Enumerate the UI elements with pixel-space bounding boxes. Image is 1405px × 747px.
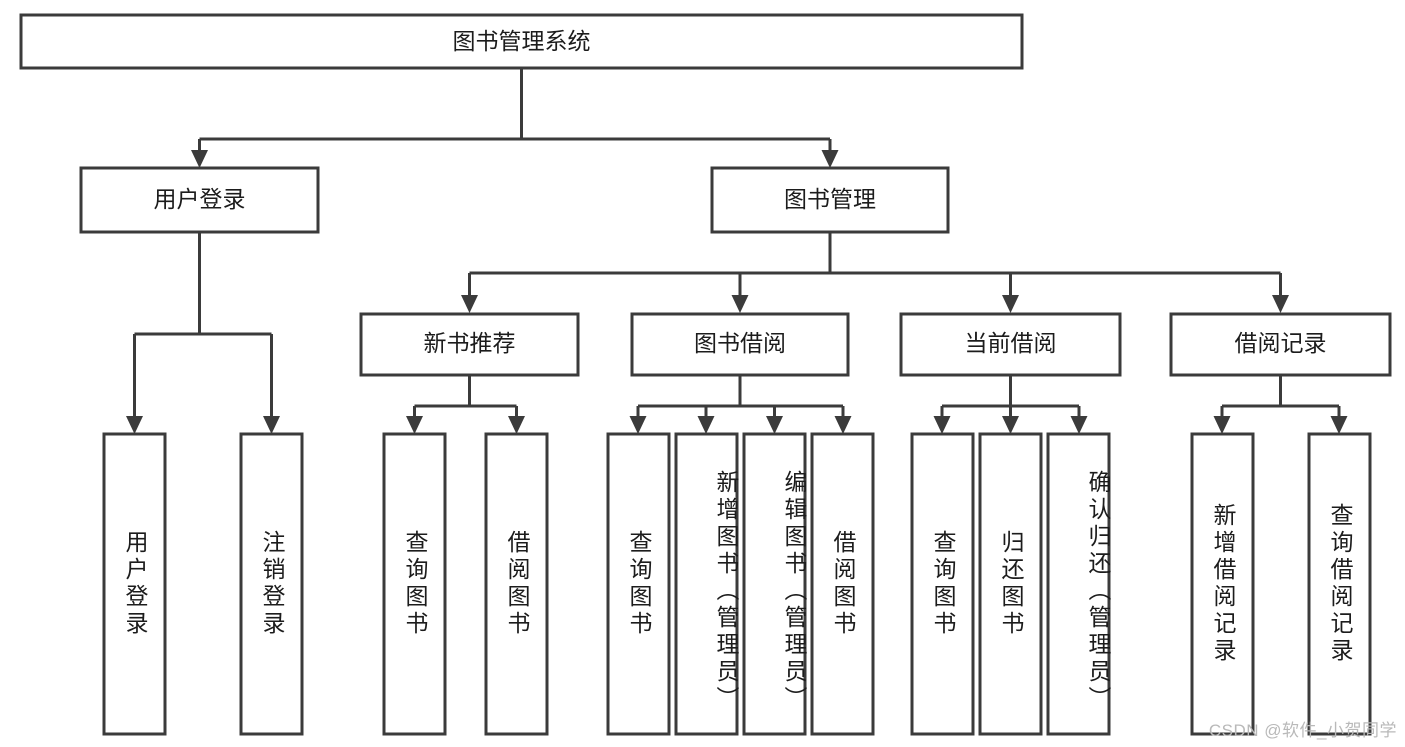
node-leaf-query-book-1-rect[interactable] xyxy=(382,432,447,736)
arrowhead-leaf-borrow-book-1 xyxy=(508,416,525,434)
node-leaf-query-record-rect[interactable] xyxy=(1307,432,1372,736)
arrowhead-leaf-query-book-2 xyxy=(629,416,647,434)
node-leaf-return-book-rect[interactable] xyxy=(978,432,1043,736)
node-leaf-add-book[interactable] xyxy=(674,432,739,736)
node-leaf-user-login-rect[interactable] xyxy=(102,432,167,736)
node-leaf-add-record-rect[interactable] xyxy=(1190,432,1255,736)
arrowhead-leaf-add-book xyxy=(697,416,715,434)
node-root-rect[interactable] xyxy=(19,13,1024,70)
node-leaf-return-book[interactable] xyxy=(978,432,1043,736)
node-leaf-borrow-book-2[interactable] xyxy=(810,432,875,736)
node-leaf-borrow-book-1-rect[interactable] xyxy=(484,432,549,736)
edge-group-book-manage xyxy=(461,232,1289,313)
edge-group-root xyxy=(191,68,839,168)
edge-group-new-book-recommend xyxy=(406,375,525,434)
arrowhead-leaf-query-book-3 xyxy=(933,416,951,434)
node-leaf-edit-book-rect[interactable] xyxy=(742,432,807,736)
arrowhead-new-book-recommend xyxy=(461,295,478,313)
node-book-borrow[interactable]: 图书借阅 xyxy=(630,312,850,377)
node-borrow-record[interactable]: 借阅记录 xyxy=(1169,312,1392,377)
node-leaf-logout-login-rect[interactable] xyxy=(239,432,304,736)
arrowhead-leaf-edit-book xyxy=(766,416,783,434)
edge-group-book-borrow xyxy=(629,375,852,434)
node-user-login-rect[interactable] xyxy=(79,166,320,234)
csdn-watermark: CSDN @软件_小贺同学 xyxy=(1208,721,1397,740)
arrowhead-borrow-record xyxy=(1272,295,1289,313)
node-current-borrow-rect[interactable] xyxy=(899,312,1122,377)
node-book-manage[interactable]: 图书管理 xyxy=(710,166,950,234)
arrowhead-leaf-add-record xyxy=(1213,416,1231,434)
node-leaf-user-login[interactable] xyxy=(102,432,167,736)
arrowhead-leaf-borrow-book-2 xyxy=(834,416,852,434)
edge-group-current-borrow xyxy=(933,375,1088,434)
node-leaf-borrow-book-2-rect[interactable] xyxy=(810,432,875,736)
node-leaf-query-book-3-rect[interactable] xyxy=(910,432,975,736)
arrowhead-leaf-logout-login xyxy=(263,416,280,434)
node-borrow-record-rect[interactable] xyxy=(1169,312,1392,377)
node-leaf-query-book-1[interactable] xyxy=(382,432,447,736)
node-leaf-add-book-rect[interactable] xyxy=(674,432,739,736)
node-root-label: 图书管理系统 xyxy=(453,28,591,54)
node-leaf-query-book-2[interactable] xyxy=(606,432,671,736)
node-leaf-edit-book[interactable] xyxy=(742,432,807,736)
node-book-manage-rect[interactable] xyxy=(710,166,950,234)
node-root[interactable]: 图书管理系统 xyxy=(19,13,1024,70)
arrowhead-current-borrow xyxy=(1002,295,1019,313)
node-borrow-record-label: 借阅记录 xyxy=(1235,330,1327,356)
node-leaf-borrow-book-1[interactable] xyxy=(484,432,549,736)
node-leaf-confirm-return[interactable] xyxy=(1046,432,1111,736)
node-new-book-recommend-rect[interactable] xyxy=(359,312,580,377)
arrowhead-leaf-user-login xyxy=(126,416,143,434)
arrowhead-leaf-confirm-return xyxy=(1070,416,1088,434)
edge-group-borrow-record xyxy=(1213,375,1348,434)
node-leaf-confirm-return-rect[interactable] xyxy=(1046,432,1111,736)
node-book-borrow-label: 图书借阅 xyxy=(694,330,786,356)
arrowhead-book-borrow xyxy=(731,295,749,313)
node-leaf-add-record[interactable] xyxy=(1190,432,1255,736)
node-leaf-query-book-3[interactable] xyxy=(910,432,975,736)
node-leaf-query-book-2-rect[interactable] xyxy=(606,432,671,736)
node-current-borrow-label: 当前借阅 xyxy=(965,330,1057,356)
arrowhead-leaf-query-book-1 xyxy=(406,416,423,434)
arrowhead-leaf-query-record xyxy=(1330,416,1348,434)
arrowhead-book-manage xyxy=(821,150,839,168)
node-new-book-recommend[interactable]: 新书推荐 xyxy=(359,312,580,377)
node-user-login-label: 用户登录 xyxy=(154,186,246,212)
node-leaf-query-record[interactable] xyxy=(1307,432,1372,736)
node-book-manage-label: 图书管理 xyxy=(784,186,876,212)
node-current-borrow[interactable]: 当前借阅 xyxy=(899,312,1122,377)
edge-group-user-login xyxy=(126,232,280,434)
arrowhead-user-login xyxy=(191,150,208,168)
node-leaf-logout-login[interactable] xyxy=(239,432,304,736)
node-new-book-recommend-label: 新书推荐 xyxy=(424,330,516,356)
node-user-login[interactable]: 用户登录 xyxy=(79,166,320,234)
arrowhead-leaf-return-book xyxy=(1002,416,1019,434)
node-book-borrow-rect[interactable] xyxy=(630,312,850,377)
